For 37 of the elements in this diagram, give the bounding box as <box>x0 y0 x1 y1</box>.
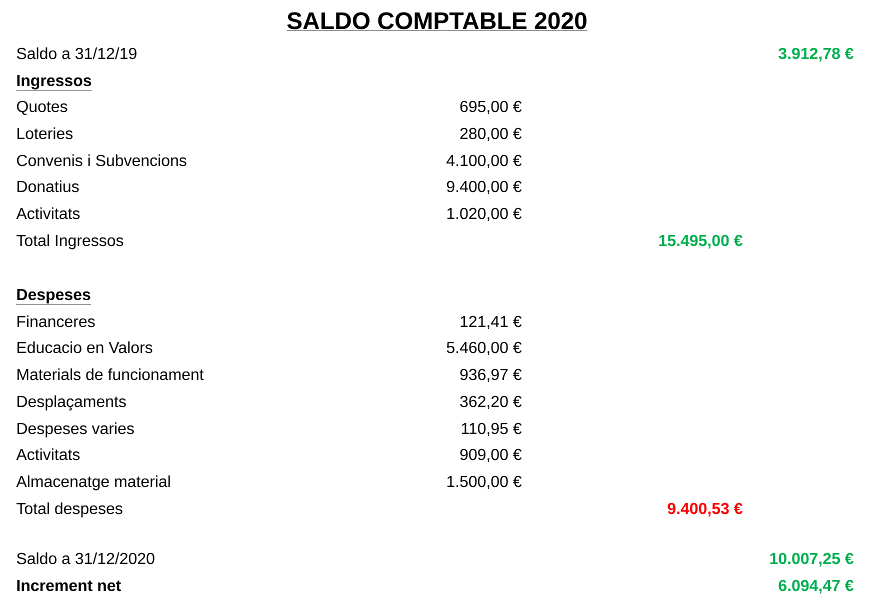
amount-value: 5.460,00 € <box>446 342 522 356</box>
row-label: Quotes <box>16 100 68 116</box>
row-label: Despeses varies <box>18 422 134 438</box>
row-label: Financeres <box>18 315 95 328</box>
balance-amount: 3.912,78 € <box>778 48 854 62</box>
row-label: Total despeses <box>16 502 122 518</box>
section-heading: Despeses <box>16 288 92 305</box>
amount-value: 362,20 € <box>460 396 522 410</box>
row-label: Activitats <box>16 207 80 220</box>
row-label: Loteries <box>18 127 73 140</box>
balance-amount: 6.094,47 € <box>778 580 854 594</box>
title: SALDO COMPTABLE 2020 <box>286 12 588 31</box>
amount-value: 1.020,00 € <box>447 208 522 222</box>
amount-value: 1.500,00 € <box>447 476 522 490</box>
amount-value: 695,00 € <box>460 100 522 114</box>
balance-amount: 10.007,25 € <box>770 552 854 566</box>
amount-value: 110,95 € <box>462 422 522 436</box>
row-label: Total Ingressos <box>16 234 124 250</box>
section-heading: Ingressos <box>16 75 92 91</box>
amount-value: 121,41 € <box>460 316 522 330</box>
row-label: Materials de funcionament <box>18 368 204 380</box>
row-label: Saldo a 31/12/19 <box>16 47 136 60</box>
row-label: Donatius <box>18 180 79 192</box>
row-label: Saldo a 31/12/2020 <box>16 552 154 564</box>
row-label: Activitats <box>16 448 80 460</box>
row-label: Almacenatge material <box>16 475 170 490</box>
row-label: Desplaçaments <box>18 395 126 410</box>
amount-value: 909,00 € <box>460 448 522 462</box>
row-label: Educacio en Valors <box>18 341 152 354</box>
amount-value: 280,00 € <box>460 128 522 142</box>
amount-value: 9.400,00 € <box>446 180 522 194</box>
row-label: Increment net <box>17 580 121 592</box>
amount-value: 4.100,00 € <box>446 154 522 168</box>
total-amount: 9.400,53 € <box>668 502 742 516</box>
total-amount: 15.495,00 € <box>659 234 742 248</box>
amount-value: 936,97 € <box>460 368 522 382</box>
row-label: Convenis i Subvencions <box>17 154 186 166</box>
